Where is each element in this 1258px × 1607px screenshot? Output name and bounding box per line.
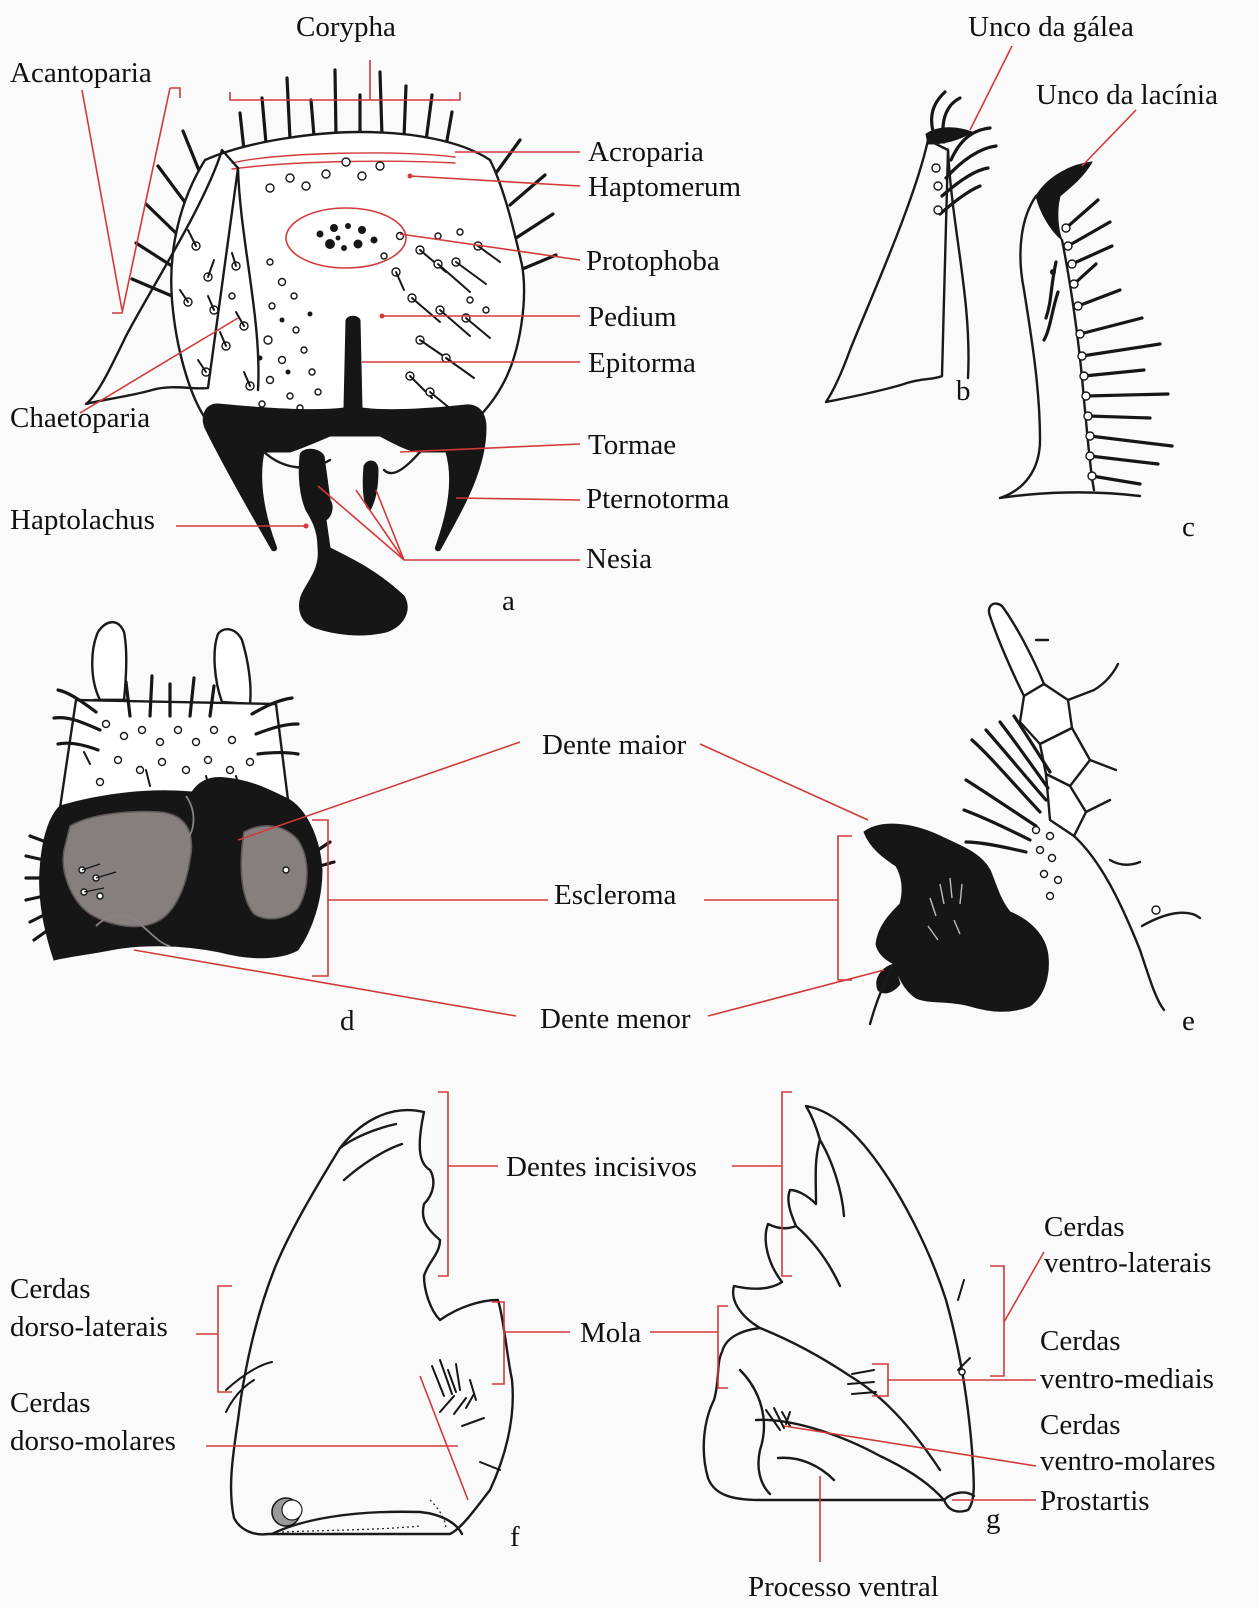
panel-letter-d: d	[340, 1005, 355, 1037]
label-corypha: Corypha	[296, 11, 396, 43]
label-nesia: Nesia	[586, 543, 652, 575]
label-acroparia: Acroparia	[588, 136, 704, 168]
label-haptolachus: Haptolachus	[10, 504, 155, 536]
label-tormae: Tormae	[588, 429, 676, 461]
label-unco-galea: Unco da gálea	[968, 11, 1134, 43]
label-cerdas-ventro-mediais-2: ventro-mediais	[1040, 1363, 1214, 1395]
label-pedium: Pedium	[588, 301, 677, 333]
label-cerdas-dorso-laterais-2: dorso-laterais	[10, 1311, 168, 1343]
labrum-drawing	[132, 70, 556, 635]
label-haptomerum: Haptomerum	[588, 171, 741, 203]
label-cerdas-dorso-molares-2: dorso-molares	[10, 1425, 176, 1457]
panel-e-drawing	[864, 604, 1200, 1024]
label-chaetoparia: Chaetoparia	[10, 402, 150, 434]
label-processo-ventral: Processo ventral	[748, 1571, 939, 1603]
panel-letter-e: e	[1182, 1005, 1195, 1037]
panel-letter-c: c	[1182, 511, 1195, 543]
dorso-molar-setae	[432, 1360, 500, 1470]
label-epitorma: Epitorma	[588, 347, 696, 379]
lacinia-drawing	[1000, 162, 1172, 498]
panel-letter-a: a	[502, 585, 515, 617]
label-cerdas-ventro-laterais-1: Cerdas	[1044, 1211, 1125, 1243]
label-pternotorma: Pternotorma	[586, 483, 729, 515]
panel-letter-f: f	[510, 1521, 520, 1553]
mandible-g-drawing	[704, 1106, 974, 1512]
label-cerdas-dorso-laterais-1: Cerdas	[10, 1273, 91, 1305]
panel-letter-b: b	[956, 375, 971, 407]
label-dente-menor: Dente menor	[540, 1003, 691, 1035]
panel-letter-g: g	[986, 1503, 1001, 1535]
dorso-lateral-setae	[226, 1362, 272, 1412]
label-dente-maior: Dente maior	[542, 729, 686, 761]
label-cerdas-dorso-molares-1: Cerdas	[10, 1387, 91, 1419]
label-unco-lacinia: Unco da lacínia	[1036, 79, 1218, 111]
label-cerdas-ventro-molares-1: Cerdas	[1040, 1409, 1121, 1441]
label-prostartis: Prostartis	[1040, 1485, 1150, 1517]
label-cerdas-ventro-mediais-1: Cerdas	[1040, 1325, 1121, 1357]
label-mola: Mola	[580, 1317, 641, 1349]
label-cerdas-ventro-molares-2: ventro-molares	[1040, 1445, 1216, 1477]
label-protophoba: Protophoba	[586, 245, 720, 277]
panel-d-drawing	[26, 622, 334, 960]
label-dentes-incisivos: Dentes incisivos	[506, 1151, 697, 1183]
label-acantoparia: Acantoparia	[10, 57, 152, 89]
label-cerdas-ventro-laterais-2: ventro-laterais	[1044, 1247, 1211, 1279]
mandible-f-drawing	[226, 1110, 513, 1534]
label-escleroma: Escleroma	[554, 879, 677, 911]
